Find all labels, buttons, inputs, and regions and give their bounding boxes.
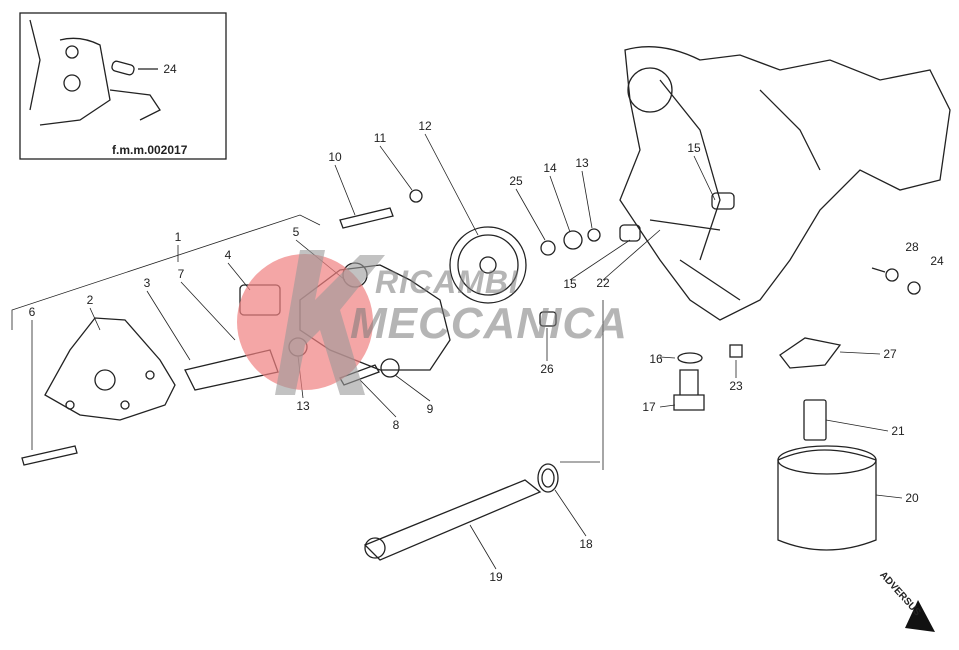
part-label: 6 [28, 305, 36, 319]
part-label: 20 [905, 491, 919, 505]
part-label: 13 [296, 399, 310, 413]
part-label: 5 [292, 225, 300, 239]
part-label: 3 [143, 276, 151, 290]
part-label: 12 [418, 119, 432, 133]
part-label: 27 [883, 347, 897, 361]
part-label: 25 [509, 174, 523, 188]
part-label: 18 [579, 537, 593, 551]
part-label: 15 [687, 141, 701, 155]
part-label: 2 [86, 293, 94, 307]
part-label: 11 [373, 131, 387, 145]
part-label: 19 [489, 570, 503, 584]
inset-reference: f.m.m.002017 [112, 143, 188, 157]
part-label: 21 [891, 424, 905, 438]
part-label: 17 [642, 400, 656, 414]
part-label: 8 [392, 418, 400, 432]
part-label: 15 [563, 277, 577, 291]
part-label: 14 [543, 161, 557, 175]
part-label: 4 [224, 248, 232, 262]
part-label: 13 [575, 156, 589, 170]
part-label: 24 [930, 254, 944, 268]
pump-cover [44, 317, 176, 421]
part-label: 23 [729, 379, 743, 393]
inset-frame [19, 12, 227, 160]
part-label: 9 [426, 402, 434, 416]
part-label: 22 [596, 276, 610, 290]
direction-arrow-icon [905, 600, 935, 632]
part-label: 10 [328, 150, 342, 164]
part-label: 26 [540, 362, 554, 376]
watermark-line1: RICAMBI [375, 264, 519, 300]
watermark-line2: MECCANICA [350, 299, 628, 348]
part-label: 7 [177, 267, 185, 281]
part-label: 16 [649, 352, 663, 366]
part-label: 28 [905, 240, 919, 254]
inset-part-label: 24 [163, 62, 177, 76]
part-label: 1 [174, 230, 182, 244]
